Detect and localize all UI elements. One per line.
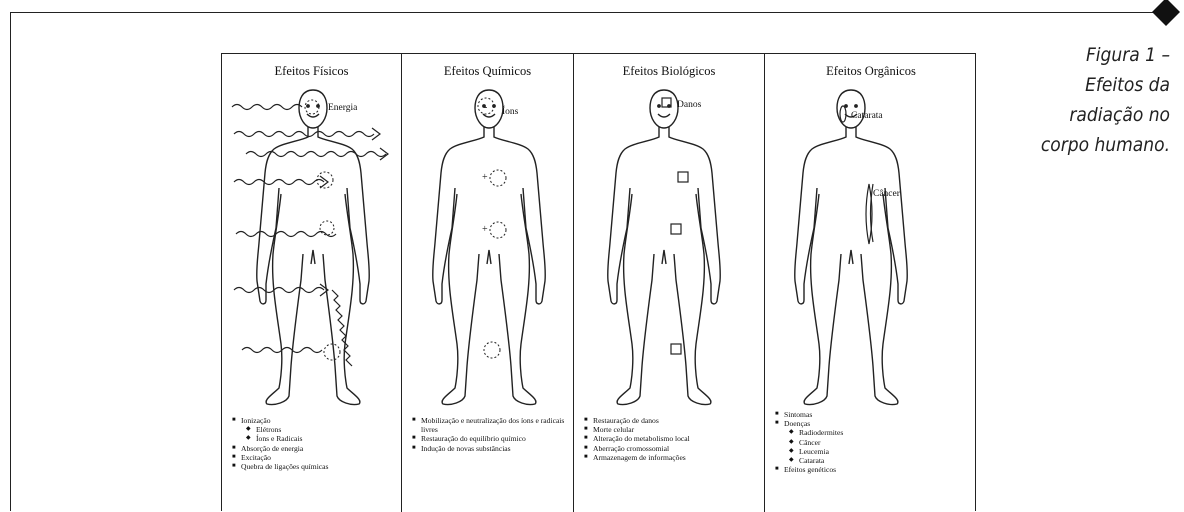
body-outline bbox=[433, 127, 484, 304]
face-feature bbox=[483, 114, 495, 117]
body-outline bbox=[299, 90, 327, 128]
human-body-figure bbox=[765, 54, 978, 414]
human-body-figure bbox=[222, 54, 401, 414]
effect-item: Restauração de danos bbox=[584, 416, 760, 425]
face-feature bbox=[307, 114, 319, 117]
frame-top-rule bbox=[10, 12, 1172, 13]
caption-line: Figura 1 – bbox=[1010, 40, 1170, 70]
effect-item: Sintomas bbox=[775, 410, 973, 419]
effect-item: Doenças bbox=[775, 419, 973, 428]
body-outline bbox=[650, 90, 678, 128]
body-outline bbox=[311, 250, 315, 264]
human-body-figure bbox=[574, 54, 765, 414]
effect-item: Absorção de energia bbox=[232, 444, 397, 453]
body-outline bbox=[669, 127, 720, 304]
effect-item: Indução de novas substâncias bbox=[412, 444, 569, 453]
body-outline bbox=[494, 127, 545, 304]
figure-caption: Figura 1 – Efeitos da radiação no corpo … bbox=[1010, 40, 1170, 160]
body-outline bbox=[475, 90, 503, 128]
body-outline bbox=[795, 127, 846, 304]
effect-item: Armazenagem de informações bbox=[584, 453, 760, 462]
face-feature bbox=[658, 105, 660, 107]
face-feature bbox=[307, 105, 309, 107]
effect-item: Leucemia bbox=[775, 447, 973, 456]
body-outline bbox=[442, 194, 479, 405]
effect-item: Catarata bbox=[775, 456, 973, 465]
body-label: Danos bbox=[677, 100, 701, 110]
effect-item: Efeitos genéticos bbox=[775, 465, 973, 474]
body-outline bbox=[608, 127, 659, 304]
body-label: Energia bbox=[328, 103, 357, 113]
effect-item: Íons e Radicais bbox=[232, 434, 397, 443]
effects-list: SintomasDoençasRadiodermitesCâncerLeucem… bbox=[775, 410, 973, 474]
body-outline bbox=[662, 250, 666, 264]
body-outline bbox=[266, 194, 303, 405]
face-feature bbox=[855, 105, 857, 107]
face-feature bbox=[658, 114, 670, 117]
effect-item: Câncer bbox=[775, 438, 973, 447]
effect-item: Aberração cromossomial bbox=[584, 444, 760, 453]
body-outline bbox=[804, 194, 841, 405]
panel-chemical-effects: Efeitos Químicos + + - Íons Mobilização … bbox=[401, 54, 573, 512]
body-outline bbox=[849, 250, 853, 264]
radiation-effects-figure: Efeitos Físicos bbox=[221, 53, 976, 511]
body-label: Íons bbox=[502, 107, 518, 117]
body-label: Catarata bbox=[851, 111, 883, 121]
svg-text:+: + bbox=[482, 224, 488, 235]
human-body-figure: + + - bbox=[402, 54, 574, 414]
effect-item: Excitação bbox=[232, 453, 397, 462]
body-outline bbox=[323, 194, 360, 405]
caption-line: radiação no bbox=[1010, 100, 1170, 130]
effect-item: Quebra de ligações químicas bbox=[232, 462, 397, 471]
diamond-icon bbox=[1152, 0, 1180, 26]
panel-organic-effects: Efeitos Orgânicos Catarata Câncer Sintom… bbox=[764, 54, 977, 512]
effect-item: Restauração do equilíbrio químico bbox=[412, 434, 569, 443]
caption-line: Efeitos da bbox=[1010, 70, 1170, 100]
panel-physical-effects: Efeitos Físicos bbox=[222, 54, 401, 512]
body-label: Câncer bbox=[873, 189, 900, 199]
effects-list: Mobilização e neutralização dos íons e r… bbox=[412, 416, 569, 453]
body-outline bbox=[856, 127, 907, 304]
body-outline bbox=[674, 194, 711, 405]
panel-biological-effects: Efeitos Biológicos Danos Restauração de … bbox=[573, 54, 764, 512]
effect-item: Morte celular bbox=[584, 425, 760, 434]
svg-text:-: - bbox=[484, 102, 487, 113]
body-outline bbox=[617, 194, 654, 405]
body-outline bbox=[257, 127, 308, 304]
effect-item: Mobilização e neutralização dos íons e r… bbox=[412, 416, 569, 434]
radiation-waves bbox=[232, 105, 388, 367]
svg-text:+: + bbox=[482, 172, 488, 183]
effects-list: Restauração de danosMorte celularAlteraç… bbox=[584, 416, 760, 462]
effect-item: Alteração do metabolismo local bbox=[584, 434, 760, 443]
frame-left-rule bbox=[10, 12, 11, 511]
body-outline bbox=[487, 250, 491, 264]
caption-line: corpo humano. bbox=[1010, 130, 1170, 160]
effect-item: Radiodermites bbox=[775, 428, 973, 437]
effect-item: Ionização bbox=[232, 416, 397, 425]
effects-list: IonizaçãoElétronsÍons e RadicaisAbsorção… bbox=[232, 416, 397, 471]
